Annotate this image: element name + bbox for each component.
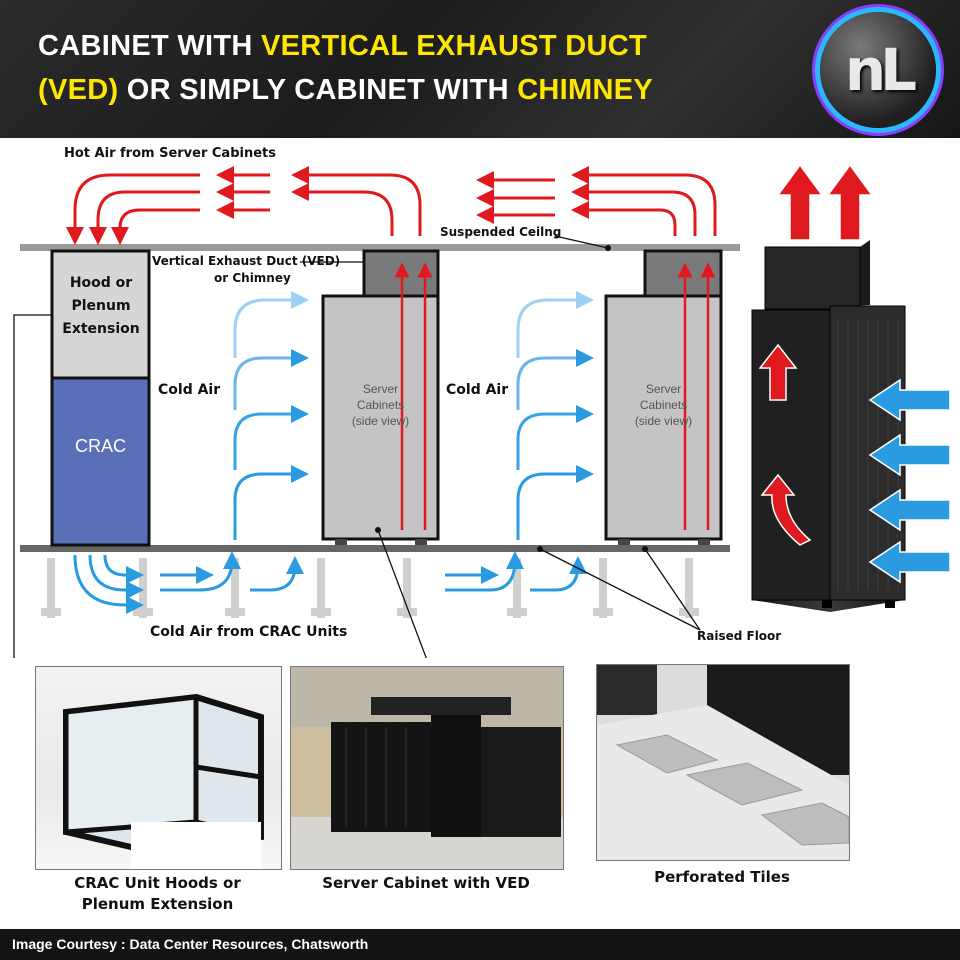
server-cabinet-2 (604, 294, 723, 541)
photo-server-cabinet-ved (290, 666, 564, 870)
hood-plenum-extension (50, 249, 151, 380)
raised-floor (20, 545, 730, 552)
airflow-diagram: Hot Air from Server Cabinets Suspended C… (0, 138, 960, 658)
cold-air-label-2: Cold Air (446, 382, 509, 398)
perforated-tiles-photo-illustration (597, 665, 849, 860)
exhaust-arrows (394, 262, 716, 530)
cold-air-label-1: Cold Air (158, 382, 221, 398)
crac-label: CRAC (74, 436, 126, 456)
chimney-exhaust-arrows (758, 163, 874, 546)
suspended-ceiling-label: Suspended Ceilng (440, 225, 562, 239)
title-line-1: CABINET WITH VERTICAL EXHAUST DUCT (38, 30, 648, 62)
image-credit: Image Courtesy : Data Center Resources, … (12, 936, 369, 952)
cold-air-arrows (233, 291, 594, 540)
hot-air-arrows (66, 166, 717, 245)
floor-pedestals (41, 558, 699, 618)
caption-server-cabinet-ved: Server Cabinet with VED (322, 874, 530, 892)
brand-logo: nL (820, 12, 936, 128)
ved-chimney-2 (643, 249, 723, 298)
footer-credit-bar: Image Courtesy : Data Center Resources, … (0, 929, 960, 960)
leader-lines (13, 235, 701, 658)
server-cabinet-1 (321, 294, 440, 541)
crac-hood-photo-illustration (63, 693, 264, 869)
photo-crac-hood (35, 666, 282, 870)
cold-air-crac-label: Cold Air from CRAC Units (150, 624, 348, 640)
hot-air-label: Hot Air from Server Cabinets (64, 146, 276, 161)
server-room-photo-illustration (291, 667, 563, 869)
diagram-svg (13, 163, 951, 658)
title-line-2: (VED) OR SIMPLY CABINET WITH CHIMNEY (38, 74, 654, 106)
cabinet-intake-arrows (868, 378, 951, 584)
suspended-ceiling (20, 244, 740, 251)
photo-perforated-tiles (596, 664, 850, 861)
ved-label-line1: Vertical Exhaust Duct (VED) (152, 254, 341, 268)
ved-label-line2: or Chimney (214, 271, 291, 285)
caption-perforated-tiles: Perforated Tiles (654, 868, 790, 886)
raised-floor-label: Raised Floor (697, 629, 782, 643)
crac-unit (50, 376, 151, 547)
header-banner: CABINET WITH VERTICAL EXHAUST DUCT (VED)… (0, 0, 960, 138)
underfloor-cold-air (73, 551, 587, 614)
